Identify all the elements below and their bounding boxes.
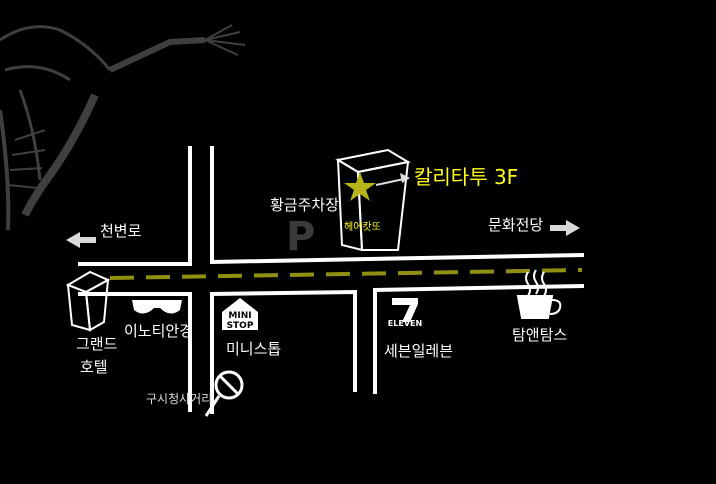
roads: [78, 146, 585, 414]
sunglasses-icon: [132, 300, 182, 314]
east-road-label: 문화전당: [488, 216, 544, 234]
svg-text:STOP: STOP: [227, 321, 254, 331]
center-line: [109, 268, 583, 280]
west-road-label: 천변로: [100, 222, 142, 240]
arrow-right-icon: [550, 220, 580, 236]
svg-text:ELEVEN: ELEVEN: [388, 319, 422, 328]
svg-text:MINI: MINI: [228, 311, 251, 321]
coffee-cup-icon: [516, 269, 562, 319]
magnifier-icon: [204, 370, 244, 417]
skeleton-decoration: [0, 24, 246, 231]
hotel-icon: [65, 270, 111, 332]
hotel-label: 호텔: [80, 358, 108, 376]
arrow-left-icon: [66, 232, 96, 248]
cafe-label: 탐앤탐스: [512, 326, 568, 344]
seven-eleven-logo-icon: ELEVEN: [388, 298, 422, 328]
hotel-label: 그랜드: [76, 335, 118, 353]
ministop-logo-icon: MINI STOP: [222, 298, 258, 331]
seven-eleven-label: 세븐일레븐: [384, 342, 454, 360]
building-icon: [335, 148, 411, 252]
crossing-label: 구시청사거리: [146, 392, 213, 406]
ministop-label: 미니스톱: [226, 340, 282, 358]
optician-label: 이노티안경: [124, 322, 194, 340]
star-icon: [344, 172, 376, 201]
parking-symbol: P: [286, 214, 315, 260]
arrow-right-icon: [375, 173, 410, 186]
target-label: 칼리타투 3F: [414, 165, 519, 189]
parking-label: 황금주차장: [270, 196, 340, 214]
building-sign: 헤어캇또: [344, 222, 381, 233]
